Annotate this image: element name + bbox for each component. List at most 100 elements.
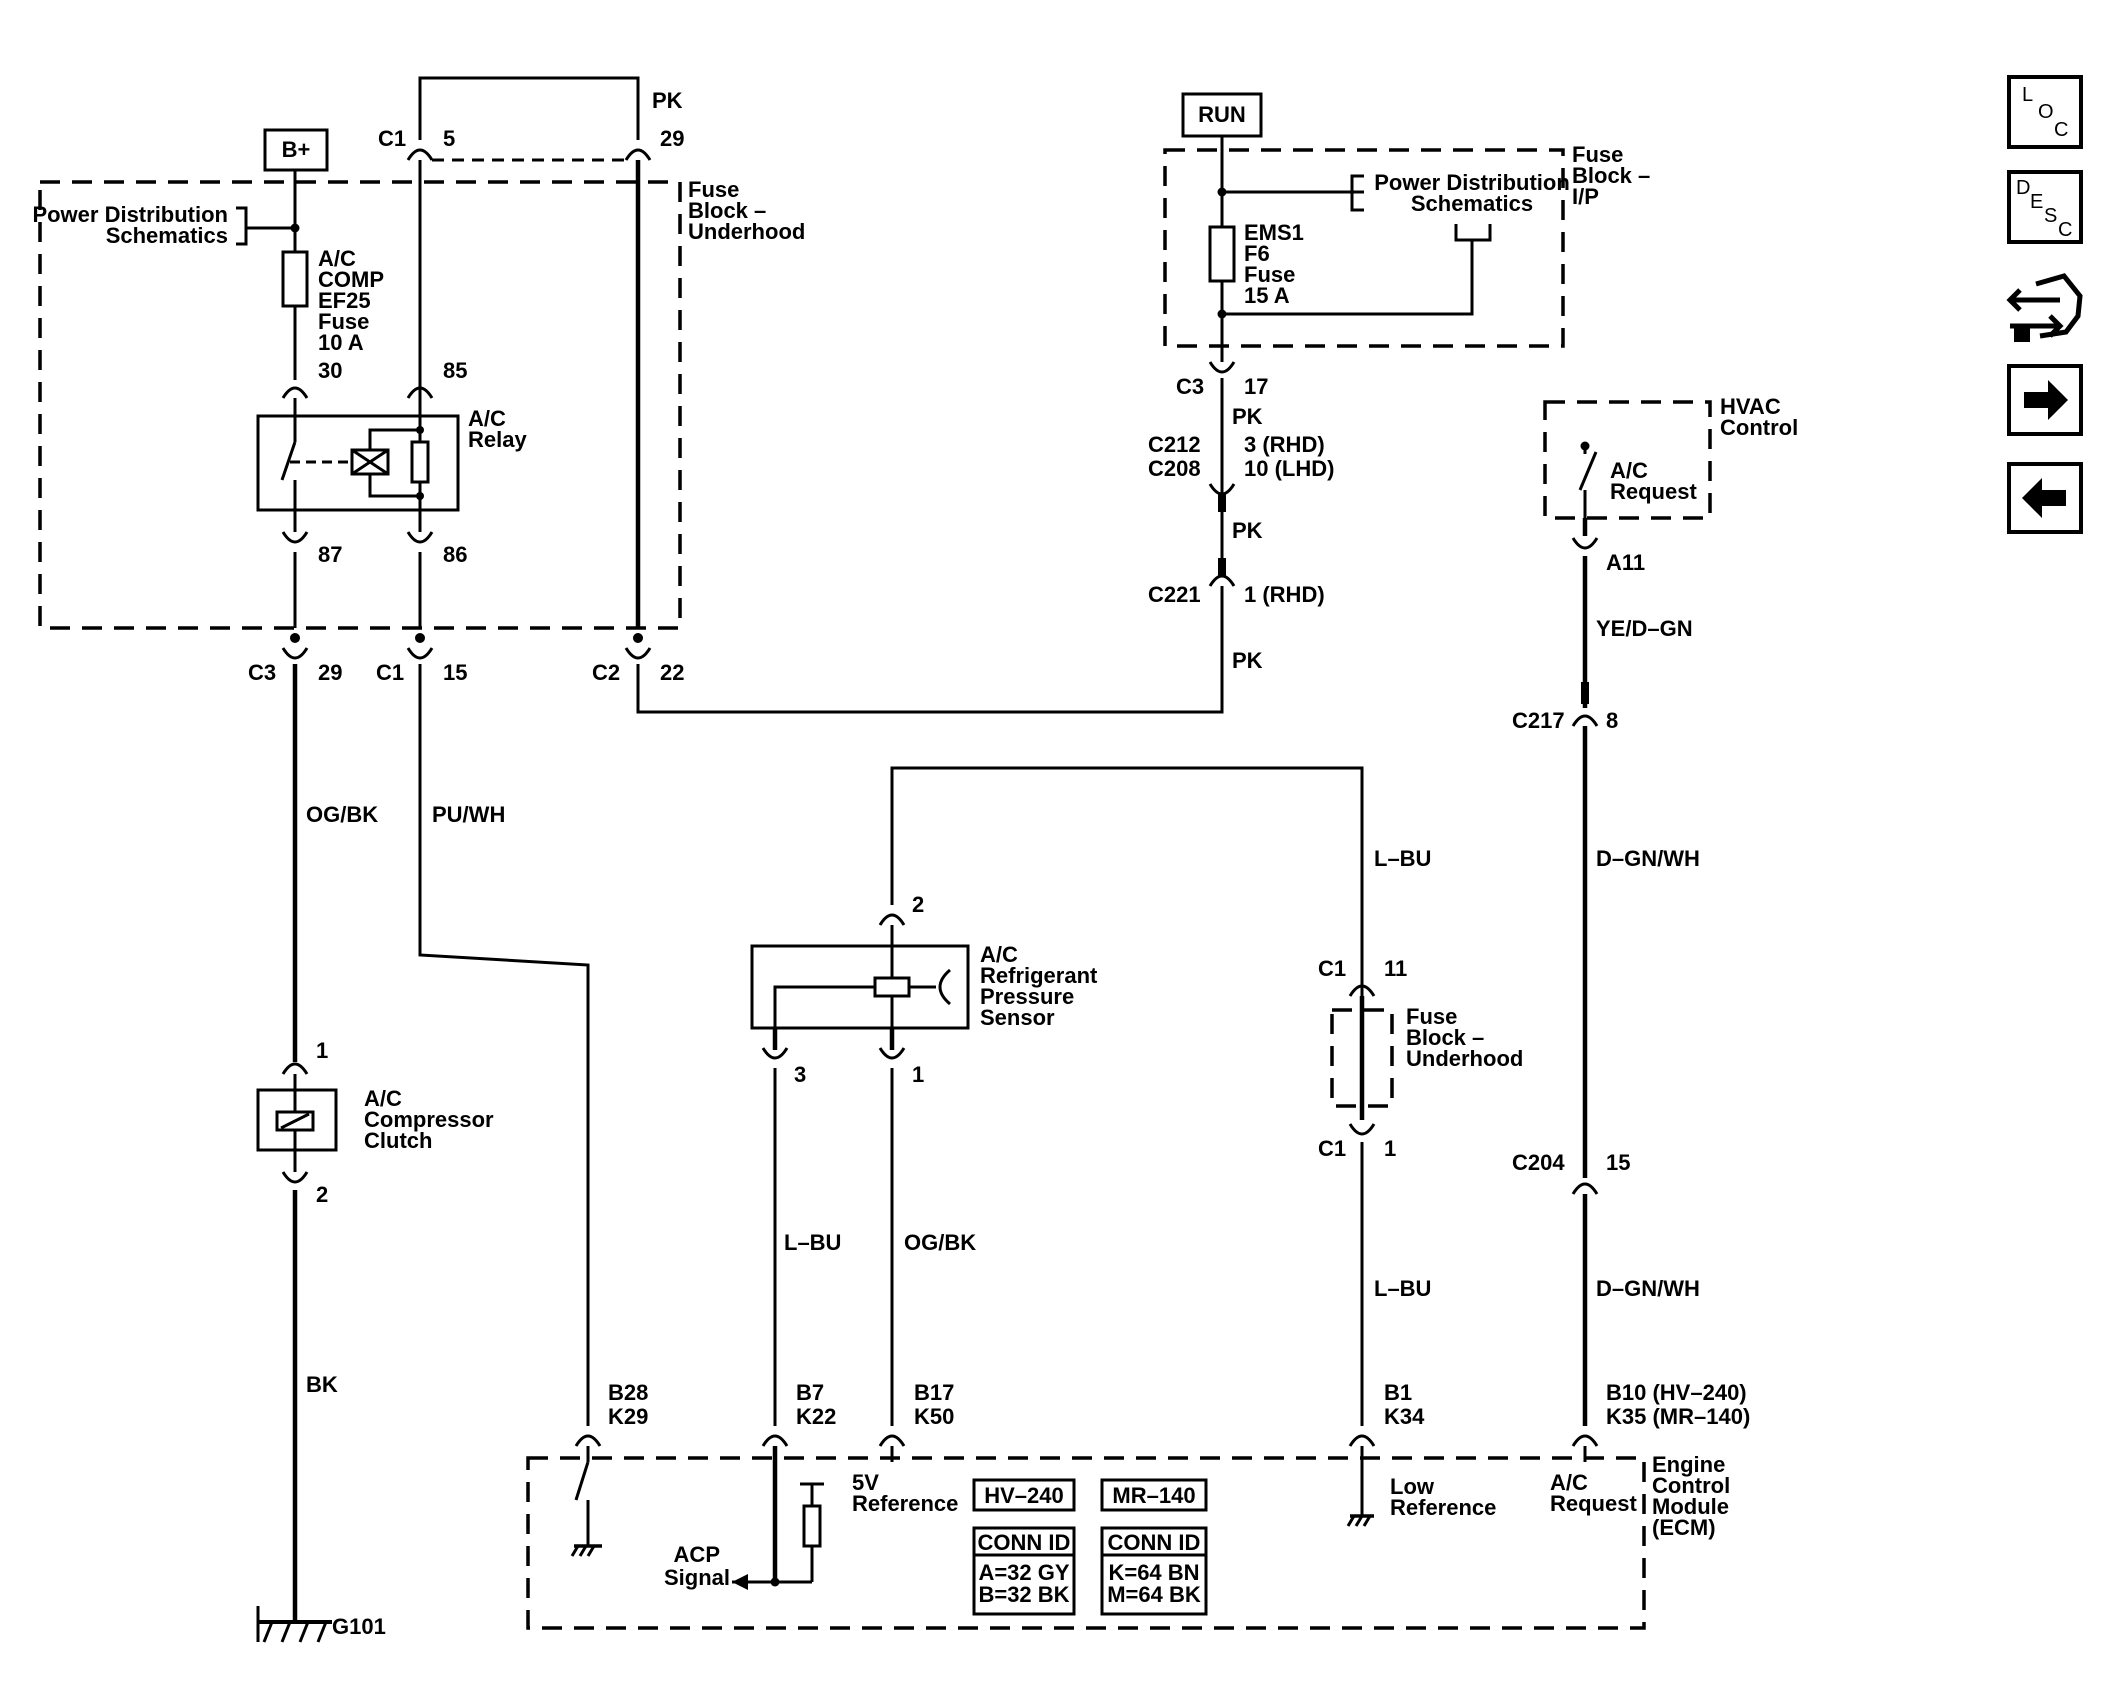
ac-comp-fuse-label: A/C COMP EF25 Fuse 10 A xyxy=(318,246,384,355)
svg-text:Underhood: Underhood xyxy=(1406,1046,1523,1071)
svg-text:2: 2 xyxy=(316,1182,328,1207)
ac-pressure-sensor-internals xyxy=(773,946,952,1028)
svg-text:Sensor: Sensor xyxy=(980,1005,1055,1030)
svg-text:Low: Low xyxy=(1390,1474,1435,1499)
svg-text:EF25: EF25 xyxy=(318,288,371,313)
fuse-block-ip-outline xyxy=(1163,148,1565,348)
low-reference-ground-icon xyxy=(1346,1446,1374,1527)
svg-text:Refrigerant: Refrigerant xyxy=(980,963,1098,988)
ac-pressure-sensor-label: A/C Refrigerant Pressure Sensor xyxy=(980,942,1098,1030)
power-distribution-ref-ip: Power Distribution Schematics xyxy=(1374,170,1570,216)
svg-text:1 (RHD): 1 (RHD) xyxy=(1244,582,1325,607)
svg-text:L–BU: L–BU xyxy=(1374,1276,1431,1301)
svg-text:Clutch: Clutch xyxy=(364,1128,432,1153)
svg-text:PK: PK xyxy=(652,88,683,113)
svg-text:I/P: I/P xyxy=(1572,184,1599,209)
svg-text:C3: C3 xyxy=(248,660,276,685)
ac-request-switch-icon xyxy=(1578,441,1598,518)
ems1-fuse xyxy=(1208,225,1236,283)
ac-request-switch-label: A/C Request xyxy=(1610,458,1697,504)
svg-text:Module: Module xyxy=(1652,1494,1729,1519)
ecm-relay-driver-switch-icon xyxy=(570,1446,602,1557)
svg-text:D–GN/WH: D–GN/WH xyxy=(1596,846,1700,871)
svg-text:E: E xyxy=(2030,191,2043,213)
harness-connectors: C3 29 C1 15 C2 22 xyxy=(248,633,684,685)
svg-text:B+: B+ xyxy=(282,137,311,162)
svg-text:B=32 BK: B=32 BK xyxy=(978,1582,1069,1607)
svg-text:Fuse: Fuse xyxy=(1572,142,1623,167)
svg-text:L–BU: L–BU xyxy=(784,1230,841,1255)
svg-text:C: C xyxy=(2054,119,2068,141)
svg-text:3 (RHD): 3 (RHD) xyxy=(1244,432,1325,457)
next-arrow-icon[interactable] xyxy=(2007,364,2083,436)
svg-text:A/C: A/C xyxy=(364,1086,402,1111)
ecm-label: Engine Control Module (ECM) xyxy=(1652,1452,1730,1540)
svg-text:Pressure: Pressure xyxy=(980,984,1074,1009)
svg-text:Block –: Block – xyxy=(1406,1025,1484,1050)
svg-text:G101: G101 xyxy=(332,1614,386,1639)
svg-text:K35 (MR–140): K35 (MR–140) xyxy=(1606,1404,1750,1429)
svg-text:Control: Control xyxy=(1720,415,1798,440)
svg-text:Request: Request xyxy=(1610,479,1697,504)
svg-text:L–BU: L–BU xyxy=(1374,846,1431,871)
svg-text:EMS1: EMS1 xyxy=(1244,220,1304,245)
5v-reference-label: 5V Reference xyxy=(852,1470,958,1516)
svg-text:PK: PK xyxy=(1232,518,1263,543)
svg-text:A11: A11 xyxy=(1606,550,1645,575)
svg-text:Request: Request xyxy=(1550,1491,1637,1516)
svg-text:Block –: Block – xyxy=(688,198,766,223)
svg-text:K22: K22 xyxy=(796,1404,836,1429)
svg-text:15: 15 xyxy=(1606,1150,1630,1175)
svg-text:10 A: 10 A xyxy=(318,330,364,355)
svg-text:B1: B1 xyxy=(1384,1380,1412,1405)
svg-text:Power Distribution: Power Distribution xyxy=(1374,170,1570,195)
svg-text:O: O xyxy=(2038,101,2054,123)
connector-icon[interactable] xyxy=(2006,273,2083,342)
ac-compressor-clutch xyxy=(256,1088,338,1152)
svg-text:85: 85 xyxy=(443,358,467,383)
fuse-block-underhood-splice-label: Fuse Block – Underhood xyxy=(1406,1004,1523,1071)
svg-text:8: 8 xyxy=(1606,708,1618,733)
svg-text:PK: PK xyxy=(1232,648,1263,673)
svg-text:1: 1 xyxy=(1384,1136,1396,1161)
svg-text:B10 (HV–240): B10 (HV–240) xyxy=(1606,1380,1747,1405)
mr-140-table: MR–140 CONN ID K=64 BN M=64 BK xyxy=(1100,1478,1208,1616)
svg-text:Underhood: Underhood xyxy=(688,219,805,244)
svg-text:K50: K50 xyxy=(914,1404,954,1429)
svg-text:C221: C221 xyxy=(1148,582,1201,607)
location-button[interactable]: L O C xyxy=(2007,75,2083,149)
svg-text:C1: C1 xyxy=(1318,956,1346,981)
svg-text:C1: C1 xyxy=(1318,1136,1346,1161)
previous-arrow-icon[interactable] xyxy=(2007,462,2083,534)
svg-text:1: 1 xyxy=(316,1038,328,1063)
svg-text:L: L xyxy=(2022,84,2033,106)
svg-text:D: D xyxy=(2016,177,2030,199)
svg-text:PU/WH: PU/WH xyxy=(432,802,505,827)
svg-text:Engine: Engine xyxy=(1652,1452,1725,1477)
svg-text:5V: 5V xyxy=(852,1470,879,1495)
svg-text:M=64 BK: M=64 BK xyxy=(1107,1582,1201,1607)
description-button[interactable]: D E S C xyxy=(2007,170,2083,244)
svg-text:87: 87 xyxy=(318,542,342,567)
svg-text:RUN: RUN xyxy=(1198,102,1246,127)
svg-text:Schematics: Schematics xyxy=(1411,191,1533,216)
svg-text:11: 11 xyxy=(1384,956,1407,981)
svg-text:CONN ID: CONN ID xyxy=(1108,1530,1201,1555)
svg-text:A=32 GY: A=32 GY xyxy=(978,1560,1069,1585)
svg-text:C212: C212 xyxy=(1148,432,1201,457)
svg-text:F6: F6 xyxy=(1244,241,1270,266)
svg-text:Reference: Reference xyxy=(852,1491,958,1516)
svg-text:Power Distribution: Power Distribution xyxy=(32,202,228,227)
svg-text:29: 29 xyxy=(318,660,342,685)
ac-comp-fuse xyxy=(281,250,309,308)
ac-compressor-clutch-label: A/C Compressor Clutch xyxy=(364,1086,494,1153)
svg-text:HVAC: HVAC xyxy=(1720,394,1781,419)
svg-text:CONN ID: CONN ID xyxy=(978,1530,1071,1555)
svg-text:Fuse: Fuse xyxy=(318,309,369,334)
svg-text:C2: C2 xyxy=(592,660,620,685)
svg-text:COMP: COMP xyxy=(318,267,384,292)
power-distribution-ref-left: Power Distribution Schematics xyxy=(32,202,300,248)
ac-relay-label: A/C Relay xyxy=(468,406,527,452)
svg-text:30: 30 xyxy=(318,358,342,383)
svg-text:86: 86 xyxy=(443,542,467,567)
